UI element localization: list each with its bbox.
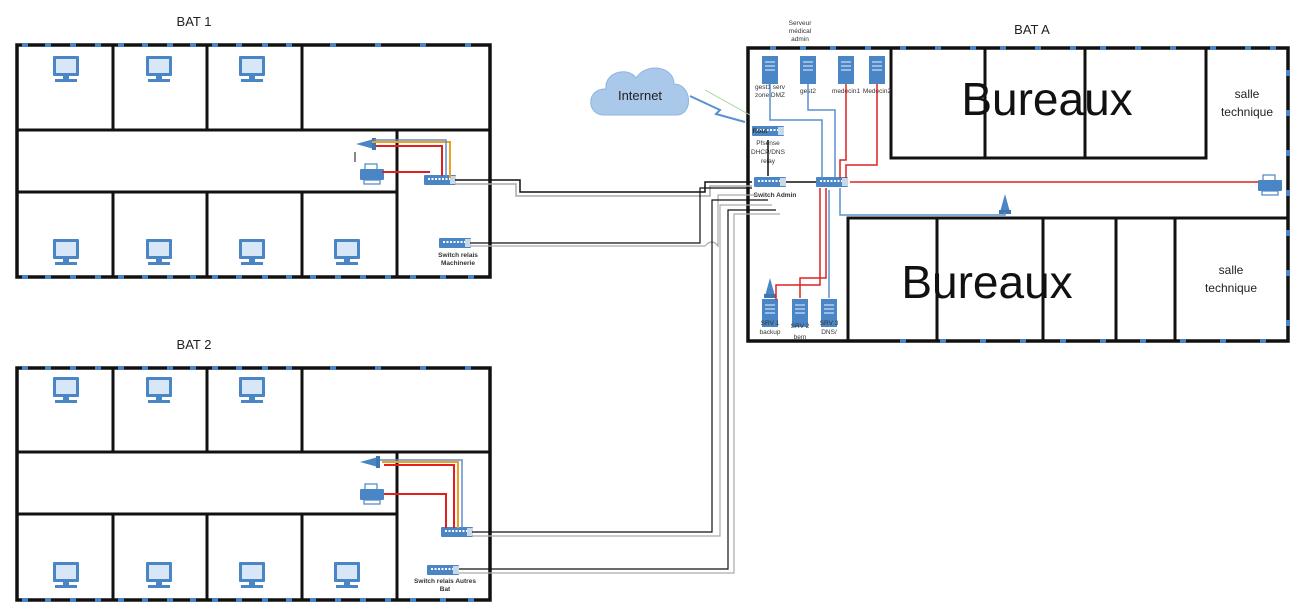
bat1-switch-label-2: Machinerie (441, 260, 475, 267)
offices-bottom-label: Bureaux (901, 256, 1072, 308)
firewall-overlay: Rout (753, 128, 769, 135)
server-header-1: Serveur (789, 20, 813, 27)
server-label: backup (760, 329, 781, 336)
offices-top-label: Bureaux (961, 73, 1132, 125)
admin-switch-icon[interactable] (753, 176, 787, 188)
bat2-title: BAT 2 (177, 337, 212, 352)
inter-building-links (455, 179, 780, 574)
pc-icon[interactable] (146, 377, 172, 403)
internet-label: Internet (618, 88, 662, 103)
pc-icon[interactable] (53, 56, 79, 82)
server-header-3: admin (791, 36, 809, 43)
bat2-building: BAT 2 Switch (15, 337, 492, 602)
bat2-switch-label-1: Switch relais Autres (414, 578, 476, 585)
bat1-title: BAT 1 (177, 14, 212, 29)
bat1-building: BAT 1 Switch (15, 14, 492, 279)
pc-icon[interactable] (53, 239, 79, 265)
tech-room-top-label-1: salle (1235, 87, 1260, 101)
bat2-switch-label-2: Bat (440, 586, 451, 593)
bat2-windows (22, 366, 474, 602)
server-icon[interactable] (761, 55, 779, 85)
server-icon[interactable] (868, 55, 886, 85)
pc-icon[interactable] (239, 56, 265, 82)
server-label: DNS/ (821, 329, 837, 336)
pc-icon[interactable] (334, 562, 360, 588)
internet-link (689, 95, 746, 123)
server-label: SRV 1 (761, 320, 780, 327)
access-point-icon[interactable] (356, 138, 376, 150)
pc-icon[interactable] (239, 239, 265, 265)
server-icon[interactable] (837, 55, 855, 85)
pc-icon[interactable] (146, 239, 172, 265)
printer-icon[interactable] (359, 483, 385, 505)
bata-building: BAT A Bureaux Bureaux salle technique sa… (746, 20, 1290, 343)
server-header-2: médical (789, 28, 812, 35)
server-icon[interactable] (799, 55, 817, 85)
bat1-windows (22, 43, 474, 279)
access-point-icon[interactable] (999, 194, 1011, 214)
backup-antenna-icon[interactable] (764, 278, 776, 298)
pc-icon[interactable] (53, 562, 79, 588)
bata-title: BAT A (1014, 22, 1050, 37)
admin-switch-label: Switch Admin (754, 192, 797, 199)
tech-room-bottom-label-1: salle (1219, 263, 1244, 277)
pc-icon[interactable] (146, 56, 172, 82)
printer-icon[interactable] (359, 163, 385, 185)
bat1-relay-switch-icon[interactable] (438, 237, 472, 249)
pc-icon[interactable] (334, 239, 360, 265)
pc-icon[interactable] (146, 562, 172, 588)
tech-room-bottom-label-2: technique (1205, 281, 1257, 295)
pc-icon[interactable] (239, 562, 265, 588)
pc-icon[interactable] (239, 377, 265, 403)
internet-cloud: Internet (590, 67, 751, 123)
core-switch-icon[interactable] (815, 176, 849, 188)
printer-icon[interactable] (1257, 174, 1283, 196)
bat2-relay-switch-icon[interactable] (426, 564, 460, 576)
bat2-switch-icon[interactable] (440, 526, 474, 538)
tech-room-top-label-2: technique (1221, 105, 1273, 119)
bata-windows (770, 46, 1290, 343)
server-label: SRV 3 (820, 320, 839, 327)
bat1-switch-icon[interactable] (423, 174, 457, 186)
access-point-icon[interactable] (360, 456, 380, 468)
server-label: SRV 2 (791, 323, 810, 330)
bat1-switch-label-1: Switch relais (438, 252, 478, 259)
server-label: bem (794, 334, 807, 341)
pc-icon[interactable] (53, 377, 79, 403)
